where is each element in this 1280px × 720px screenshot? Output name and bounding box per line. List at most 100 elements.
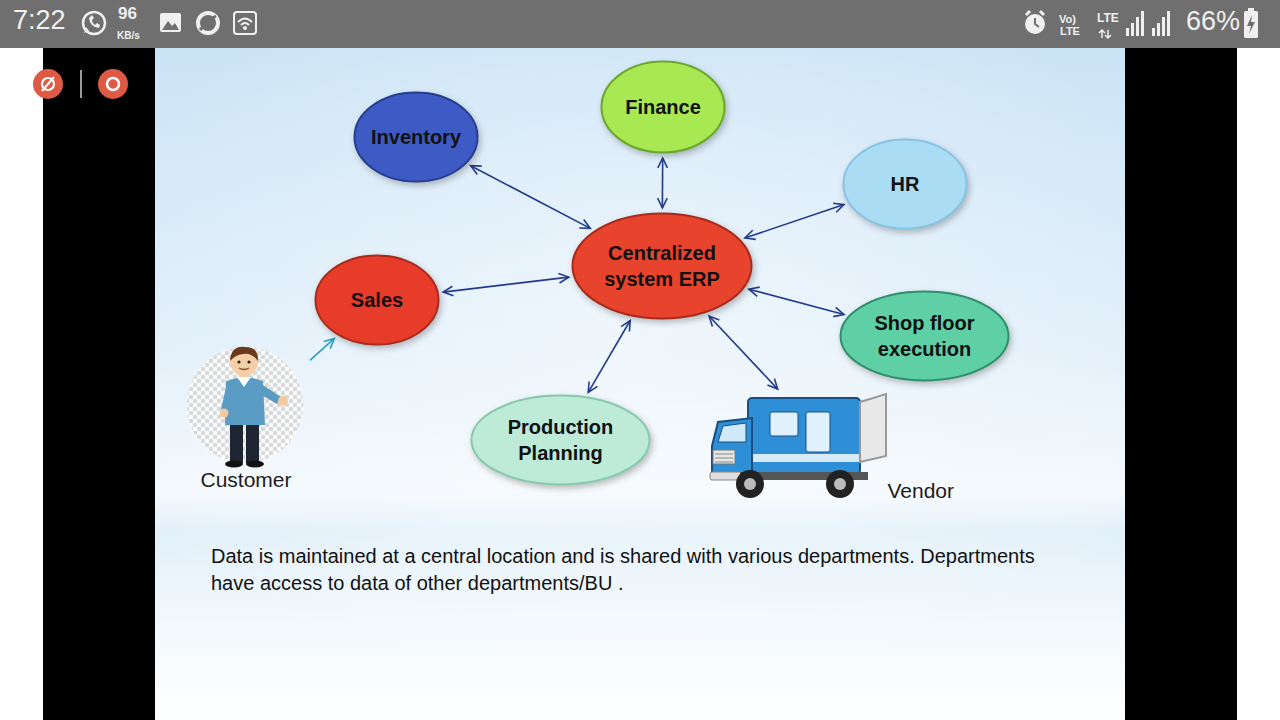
status-icons xyxy=(238,19,252,26)
screen-margin xyxy=(0,48,1280,720)
node-label: HR xyxy=(891,171,920,197)
video-letterbox xyxy=(43,48,1237,720)
node-illustration xyxy=(860,394,886,462)
arrow-head xyxy=(833,203,844,212)
status-label-wrap: LTE xyxy=(1097,8,1119,26)
status-bar xyxy=(0,0,1280,48)
arrow-head xyxy=(658,198,668,208)
arrow-head xyxy=(709,316,719,327)
node-illustration xyxy=(718,423,746,442)
player-icons xyxy=(33,69,63,99)
status-icons xyxy=(1136,17,1139,36)
node-label: Production Planning xyxy=(498,414,623,466)
status-icons xyxy=(1167,11,1170,36)
status-label-wrap: 66% xyxy=(1186,7,1240,37)
arrow-head xyxy=(621,321,630,332)
node-illustration xyxy=(220,409,229,418)
slide-glow xyxy=(155,48,1125,720)
arrow-head xyxy=(324,338,335,348)
arrow-head xyxy=(579,220,590,229)
ellipse-outline xyxy=(470,394,651,486)
status-icons xyxy=(83,8,1258,38)
connector-line xyxy=(310,338,334,360)
status-text: LTE xyxy=(1060,25,1080,37)
node-illustration xyxy=(712,418,752,476)
status-icons xyxy=(1157,23,1160,36)
node-illustration xyxy=(806,412,830,452)
arrow-head xyxy=(558,274,568,284)
node-illustration xyxy=(225,378,265,426)
arrow-head xyxy=(588,382,597,393)
status-icons xyxy=(198,13,218,33)
status-label-wrap: 96 xyxy=(118,5,137,24)
player-icons xyxy=(42,78,54,90)
status-icons xyxy=(160,13,181,32)
player-icons xyxy=(80,70,82,98)
player-icons xyxy=(42,77,54,91)
node-illustration xyxy=(230,347,258,361)
node-illustration xyxy=(187,347,303,463)
node-label: Shop floor execution xyxy=(866,310,984,362)
node-label: Vendor xyxy=(887,477,954,504)
connector-line xyxy=(471,166,591,229)
arrow-head xyxy=(443,286,453,296)
vendor-truck: Vendor xyxy=(710,392,958,506)
ellipse-fill xyxy=(602,62,725,153)
status-icons xyxy=(89,15,100,28)
node-illustration xyxy=(246,461,264,468)
slide-background xyxy=(155,48,1125,720)
node-illustration xyxy=(237,377,251,387)
node-illustration xyxy=(239,368,249,370)
node-illustration xyxy=(258,383,281,404)
connector xyxy=(443,274,569,296)
connector-line xyxy=(588,320,630,392)
status-icons xyxy=(1162,17,1165,36)
node-illustration xyxy=(736,470,764,498)
ellipse-fill xyxy=(355,93,478,182)
connector-line xyxy=(709,316,778,389)
status-icons xyxy=(200,16,216,30)
node-illustration xyxy=(715,454,733,462)
status-icons xyxy=(1244,11,1258,38)
node-illustration xyxy=(247,360,250,363)
status-icons xyxy=(1141,11,1144,36)
arrow-head xyxy=(749,287,760,296)
status-text: KB/s xyxy=(117,30,140,41)
connector xyxy=(658,158,668,208)
status-text: 66% xyxy=(1186,7,1240,37)
node-illustration xyxy=(278,396,288,406)
status-text: LTE xyxy=(1097,12,1119,25)
connector xyxy=(471,166,591,229)
status-icons xyxy=(1152,28,1155,36)
node-illustration xyxy=(230,421,243,463)
node-label: Sales xyxy=(351,287,403,313)
node-illustration xyxy=(713,450,735,464)
node-label: Customer xyxy=(200,466,291,493)
status-icons xyxy=(234,12,256,34)
department-ellipse: HR xyxy=(842,138,968,230)
node-illustration xyxy=(225,461,243,468)
department-ellipse: Production Planning xyxy=(470,394,651,486)
status-icons xyxy=(1126,28,1129,36)
status-label-wrap: 7:22 xyxy=(13,6,66,36)
caption-wrap: Data is maintained at a central location… xyxy=(211,543,1071,597)
ellipse-fill xyxy=(841,292,1009,381)
erp-hub-ellipse: Centralized system ERP xyxy=(571,212,753,320)
node-illustration xyxy=(770,412,798,436)
status-text: 7:22 xyxy=(13,6,66,36)
status-label-wrap: Vo) xyxy=(1059,9,1076,27)
ellipse-fill xyxy=(472,396,650,485)
status-icons xyxy=(1248,8,1254,11)
status-icons xyxy=(1025,14,1045,34)
arrow-head xyxy=(745,230,756,239)
connector-line xyxy=(749,289,844,314)
player-icons xyxy=(98,69,128,99)
status-icons xyxy=(1035,18,1039,27)
status-text: 96 xyxy=(118,5,137,24)
connector xyxy=(749,287,844,317)
arrow-head xyxy=(767,379,777,390)
node-illustration xyxy=(246,421,259,463)
status-icons xyxy=(1099,30,1111,38)
node-illustration xyxy=(221,383,232,411)
